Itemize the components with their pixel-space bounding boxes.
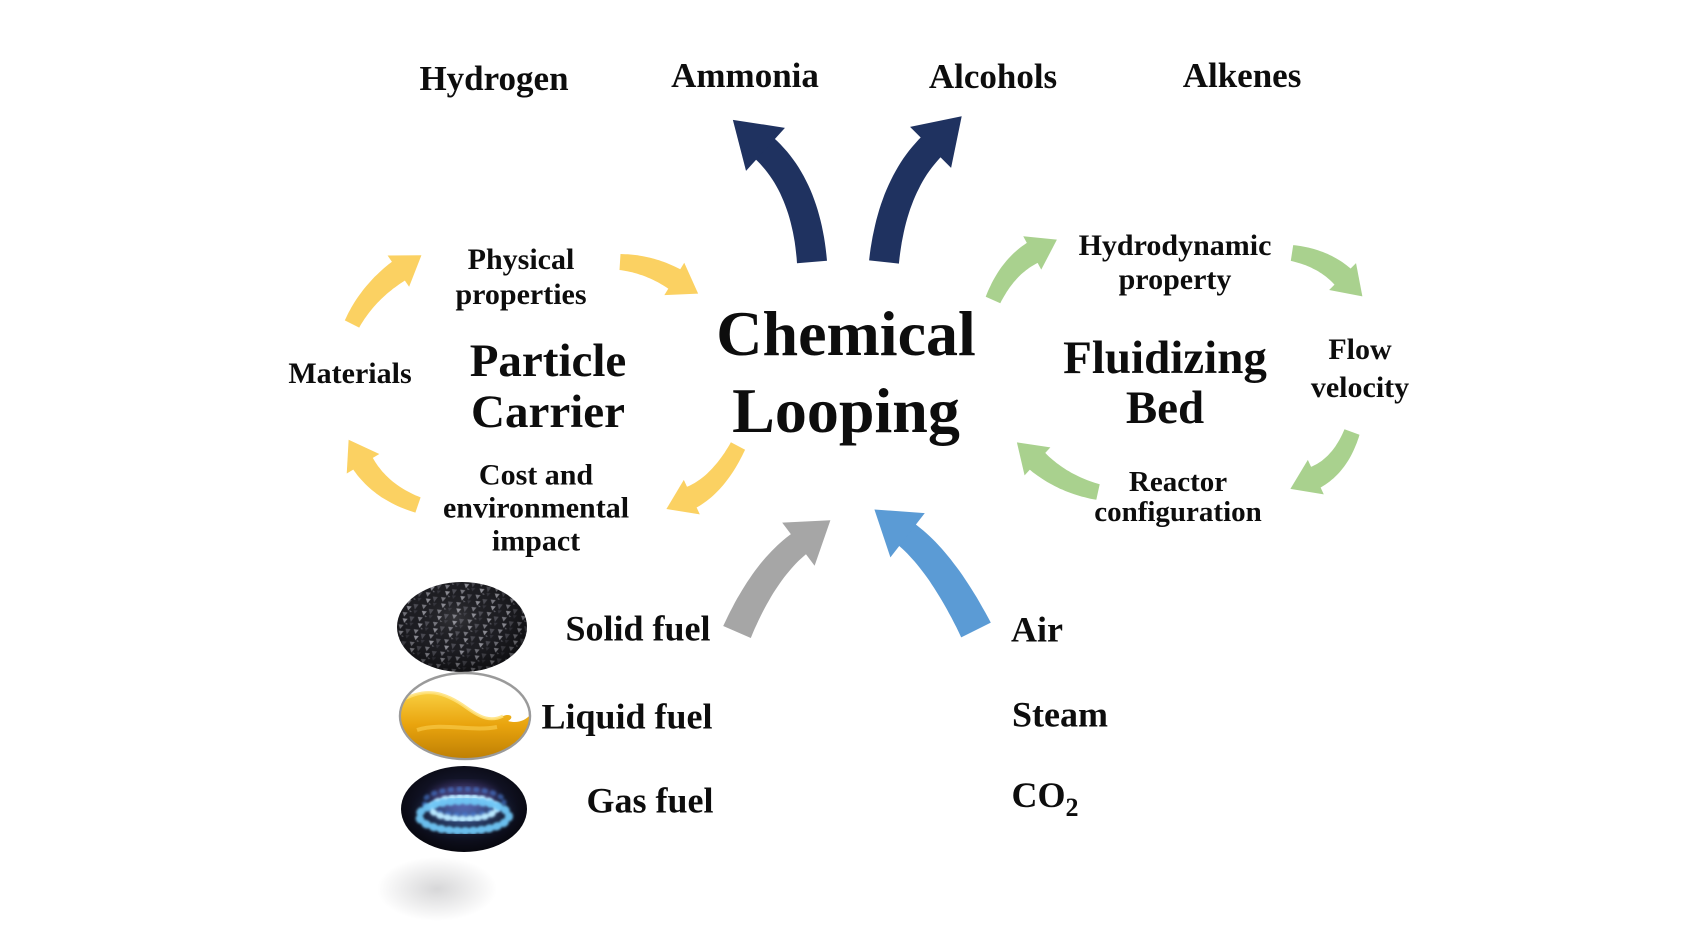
burner-flame-photo <box>401 766 527 852</box>
cost-line: Cost and <box>478 458 594 492</box>
environmental-line: environmental <box>442 491 630 525</box>
co2-subscript: 2 <box>1065 793 1079 823</box>
coal-photo <box>397 582 527 672</box>
co2-base: CO <box>1011 775 1066 816</box>
particle-carrier-cost-impact-label: Cost and environmental impact <box>443 459 629 558</box>
particle-carrier-cycle-arrow-bottom-right-icon <box>666 442 746 515</box>
particle-carrier-materials-label: Materials <box>288 356 412 390</box>
fluidizing-bed-hydrodynamic-label: Hydrodynamic property <box>1079 229 1272 297</box>
fluidizing-bed-cycle-arrow-bottom-left-icon <box>1016 442 1100 500</box>
fluidizing-bed-cycle-arrow-bottom-right-icon <box>1290 429 1360 495</box>
particle-carrier-cycle-arrow-top-right-icon <box>619 254 699 296</box>
solid-fuel-label: Solid fuel <box>565 608 711 649</box>
product-label-hydrogen: Hydrogen <box>419 58 569 98</box>
title-line-1: Chemical <box>716 298 976 369</box>
gas-fuel-label: Gas fuel <box>586 780 714 821</box>
steam-label: Steam <box>1012 694 1108 735</box>
co2-label: CO2 <box>1012 775 1079 823</box>
reactor-line: Reactor <box>1128 466 1228 498</box>
properties-line: properties <box>455 278 587 311</box>
velocity-line: velocity <box>1310 371 1410 404</box>
fluidizing-bed-cycle-arrow-top-left-icon <box>985 236 1057 304</box>
page-title: Chemical Looping <box>716 295 976 449</box>
particle-carrier-cycle-arrow-bottom-left-icon <box>346 439 421 513</box>
product-label-alkenes: Alkenes <box>1182 55 1302 95</box>
particle-carrier-title-line2: Carrier <box>471 386 625 438</box>
particle-carrier-physical-properties-label: Physical properties <box>455 242 586 312</box>
particle-carrier-cycle-arrow-top-left-icon <box>344 255 422 328</box>
impact-line: impact <box>491 524 581 558</box>
product-arrow-right-icon <box>869 116 962 264</box>
burner-shadow <box>377 857 497 921</box>
product-label-ammonia: Ammonia <box>671 55 819 95</box>
physical-line: Physical <box>467 243 575 276</box>
title-line-2: Looping <box>732 375 960 446</box>
fluidizing-bed-title-line2: Bed <box>1125 382 1205 434</box>
fluidizing-bed-reactor-config-label: Reactor configuration <box>1094 467 1262 527</box>
fuel-feed-arrow-icon <box>723 520 831 638</box>
fluidizing-bed-title-line1: Fluidizing <box>1063 332 1267 384</box>
fluidizing-bed-title: Fluidizing Bed <box>1063 333 1267 433</box>
fluidizing-bed-cycle-arrow-top-right-icon <box>1290 245 1363 297</box>
product-arrow-left-icon <box>732 119 827 264</box>
flow-line: Flow <box>1328 333 1392 366</box>
product-label-alcohols: Alcohols <box>928 56 1058 96</box>
hydrodynamic-line: Hydrodynamic <box>1078 229 1272 262</box>
gas-feed-arrow-icon <box>874 509 991 638</box>
configuration-line: configuration <box>1094 496 1262 528</box>
property-line: property <box>1118 263 1232 296</box>
liquid-fuel-label: Liquid fuel <box>541 696 713 737</box>
oil-photo <box>398 671 532 761</box>
particle-carrier-title: Particle Carrier <box>470 336 627 438</box>
air-label: Air <box>1011 609 1063 650</box>
particle-carrier-title-line1: Particle <box>469 335 627 387</box>
fluidizing-bed-flow-velocity-label: Flow velocity <box>1311 331 1409 407</box>
